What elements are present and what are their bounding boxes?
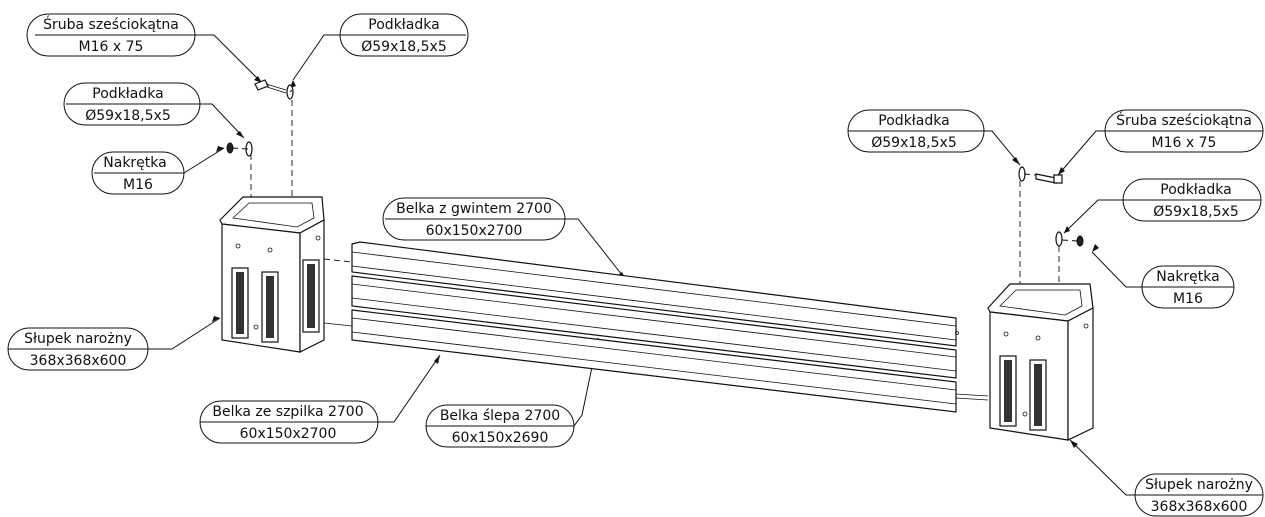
label-beam-thread-name: Belka z gwintem 2700 xyxy=(396,201,552,217)
label-post-left-size: 368x368x600 xyxy=(30,353,127,369)
label-washer-right-mid-size: Ø59x18,5x5 xyxy=(1153,204,1238,220)
label-bolt-right: Śruba sześciokątna M16 x 75 xyxy=(1057,109,1264,176)
beam-stack xyxy=(351,241,989,413)
label-nut-left-name: Nakrętka xyxy=(103,155,166,171)
label-washer-left-top-size: Ø59x18,5x5 xyxy=(361,39,446,55)
label-nut-right-name: Nakrętka xyxy=(1156,269,1219,285)
label-bolt-left-size: M16 x 75 xyxy=(79,39,144,55)
label-washer-left-mid-name: Podkładka xyxy=(92,86,163,102)
leader-arrows xyxy=(212,76,1099,448)
label-beam-pin-name: Belka ze szpilka 2700 xyxy=(212,404,363,420)
label-bolt-right-size: M16 x 75 xyxy=(1152,135,1217,151)
label-post-left-name: Słupek narożny xyxy=(24,331,132,347)
label-beam-pin-size: 60x150x2700 xyxy=(240,426,337,442)
label-nut-right: Nakrętka M16 xyxy=(1091,251,1235,309)
label-washer-left-mid: Podkładka Ø59x18,5x5 xyxy=(63,82,245,139)
label-post-right-size: 368x368x600 xyxy=(1151,499,1248,515)
right-hardware xyxy=(1018,166,1084,290)
label-beam-blind-name: Belka ślepa 2700 xyxy=(440,408,560,424)
label-beam-thread-size: 60x150x2700 xyxy=(426,223,523,239)
label-bolt-left-name: Śruba sześciokątna xyxy=(43,15,179,33)
label-nut-right-size: M16 xyxy=(1173,291,1203,307)
label-washer-right-top-name: Podkładka xyxy=(878,113,949,129)
label-washer-left-mid-size: Ø59x18,5x5 xyxy=(85,108,170,124)
label-post-left: Słupek narożny 368x368x600 xyxy=(7,317,221,371)
label-beam-thread: Belka z gwintem 2700 60x150x2700 xyxy=(382,197,627,281)
label-washer-right-mid-name: Podkładka xyxy=(1160,182,1231,198)
label-bolt-right-name: Śruba sześciokątna xyxy=(1116,111,1252,129)
label-bolt-left: Śruba sześciokątna M16 x 75 xyxy=(26,13,263,84)
label-nut-left: Nakrętka M16 xyxy=(91,147,225,195)
label-washer-left-top-name: Podkładka xyxy=(368,17,439,33)
label-post-right-name: Słupek narożny xyxy=(1145,477,1253,493)
label-washer-right-top-size: Ø59x18,5x5 xyxy=(871,135,956,151)
right-post xyxy=(987,283,1094,441)
label-post-right: Słupek narożny 368x368x600 xyxy=(1069,439,1264,517)
label-washer-right-top: Podkładka Ø59x18,5x5 xyxy=(847,109,1021,166)
left-hardware xyxy=(226,79,294,200)
label-nut-left-size: M16 xyxy=(123,177,153,193)
label-beam-blind-size: 60x150x2690 xyxy=(452,430,549,446)
left-post xyxy=(219,196,353,353)
label-beam-pin: Belka ze szpilka 2700 60x150x2700 xyxy=(199,354,441,444)
label-beam-blind: Belka ślepa 2700 60x150x2690 xyxy=(425,337,599,448)
label-washer-right-mid: Podkładka Ø59x18,5x5 xyxy=(1063,178,1262,234)
label-washer-left-top: Podkładka Ø59x18,5x5 xyxy=(292,13,469,81)
